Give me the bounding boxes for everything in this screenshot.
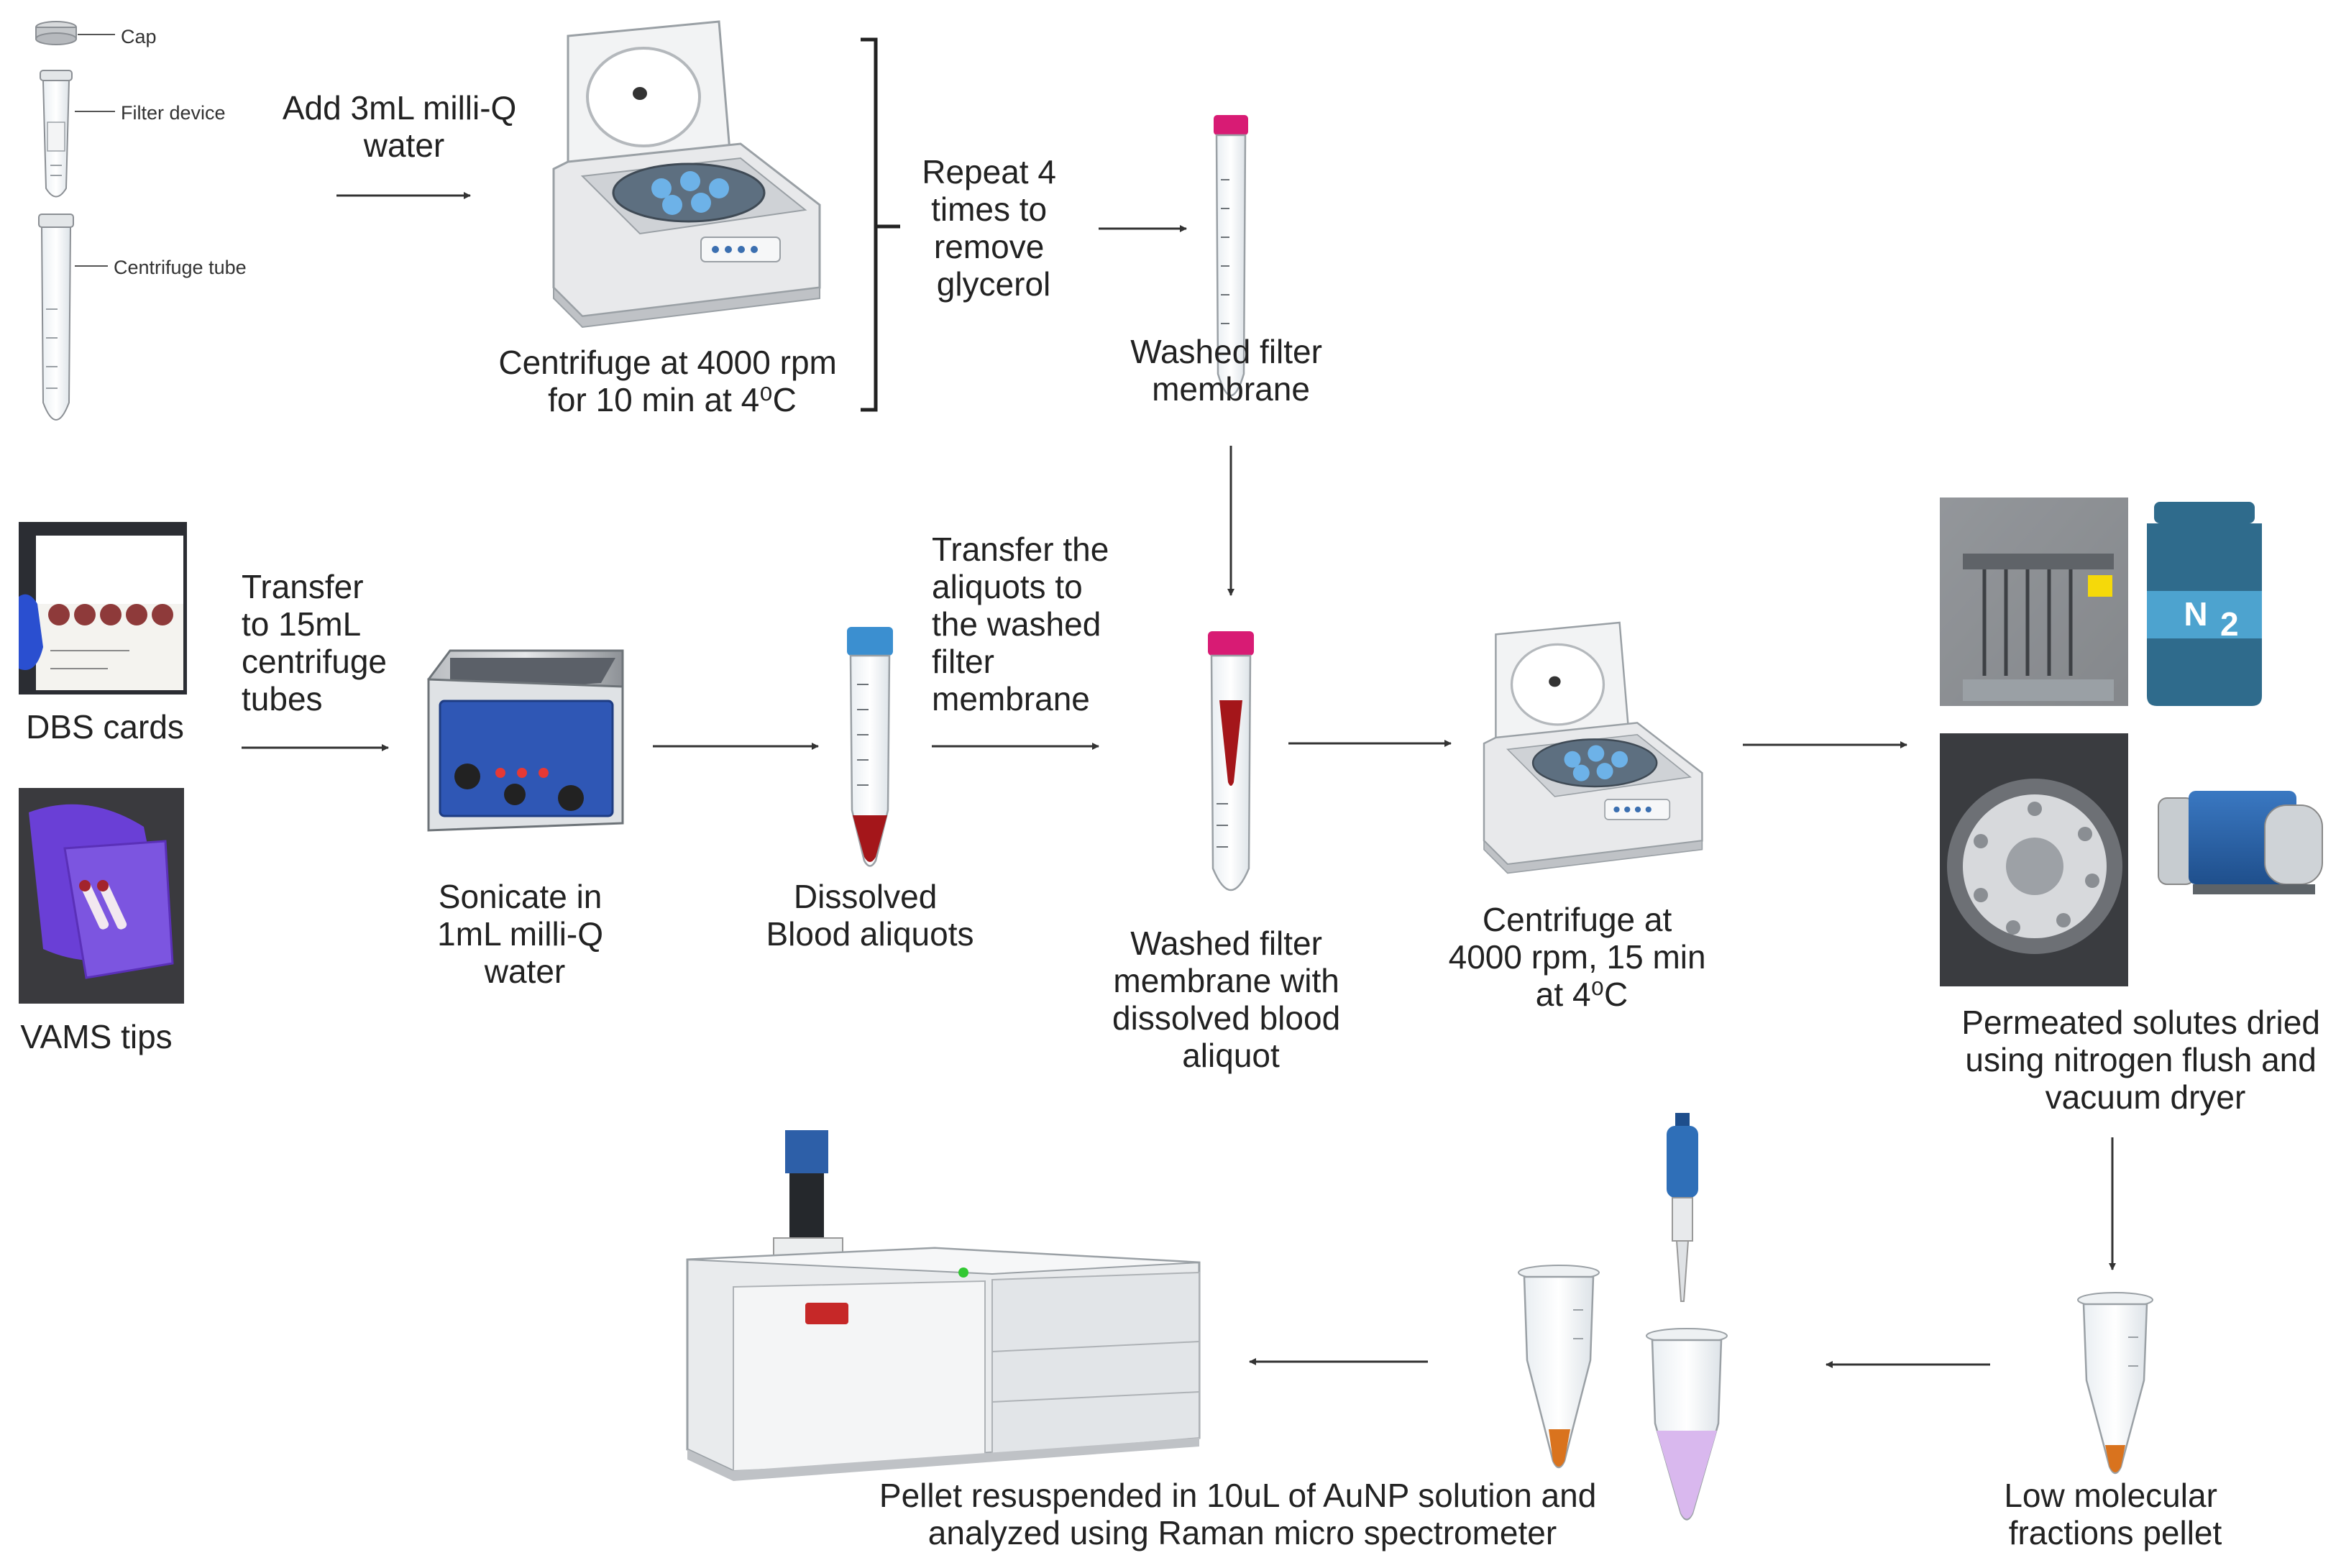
cap-icon [35, 21, 77, 45]
dbs-card-photo [19, 522, 187, 694]
sonicator-icon [427, 649, 624, 832]
washed-filter-tube-icon [1214, 115, 1248, 397]
dbs-cards-label: DBS cards [26, 708, 184, 746]
nitrogen-tank-icon: N 2 [2147, 502, 2262, 706]
vams-tips-photo [19, 788, 184, 1004]
permeated-label: Permeated solutes dried using nitrogen f… [1961, 1004, 2329, 1116]
pellet-tube-icon [2077, 1292, 2153, 1475]
washed-with-blood-label: Washed filter membrane with dissolved bl… [1112, 925, 1350, 1074]
filter-kit-illustration: Cap Filter device Centrifuge tube [35, 21, 247, 421]
raman-spectrometer-icon [686, 1130, 1201, 1481]
aunp-tube-icon [1646, 1328, 1728, 1521]
centrifuge-icon-1 [552, 20, 821, 329]
centrifuge-tube-icon [38, 214, 74, 421]
repeat-label: Repeat 4 times to remove glycerol [922, 153, 1065, 303]
filter-device-icon [40, 70, 73, 198]
nitrogen-subscript: 2 [2220, 605, 2239, 643]
washed-filter-label: Washed filter membrane [1130, 333, 1332, 408]
dissolved-label: Dissolved Blood aliquots [766, 878, 974, 953]
pipette-icon [1667, 1113, 1698, 1302]
centrifuge-1-label: Centrifuge at 4000 rpm for 10 min at 4⁰C [498, 344, 846, 418]
transfer-15ml-label: Transfer to 15mL centrifuge tubes [242, 568, 396, 717]
centrifuge-tube-label: Centrifuge tube [114, 257, 247, 278]
repeat-bracket [861, 37, 900, 412]
vacuum-dryer-photo [1940, 733, 2128, 986]
nitrogen-evaporator-photo [1940, 498, 2128, 706]
filter-device-label: Filter device [121, 102, 226, 124]
add-water-label: Add 3mL milli-Q water [283, 89, 526, 164]
vacuum-pump-icon [2158, 791, 2323, 894]
transfer-aliquots-label: Transfer the aliquots to the washed filt… [932, 531, 1118, 717]
vams-tips-label: VAMS tips [20, 1018, 172, 1055]
pellet-resuspended-label: Pellet resuspended in 10uL of AuNP solut… [879, 1477, 1605, 1551]
nitrogen-symbol: N [2184, 595, 2207, 633]
membrane-blood-tube-icon [1208, 631, 1254, 891]
low-molecular-label: Low molecular fractions pellet [2004, 1477, 2226, 1551]
centrifuge-icon-2 [1483, 621, 1703, 874]
centrifuge-2-label: Centrifuge at 4000 rpm, 15 min at 4⁰C [1449, 901, 1715, 1013]
dissolved-blood-tube-icon [847, 627, 893, 867]
cap-label: Cap [121, 26, 157, 47]
resuspended-tube-icon [1518, 1265, 1600, 1469]
sonicate-label: Sonicate in 1mL milli-Q water [437, 878, 613, 990]
